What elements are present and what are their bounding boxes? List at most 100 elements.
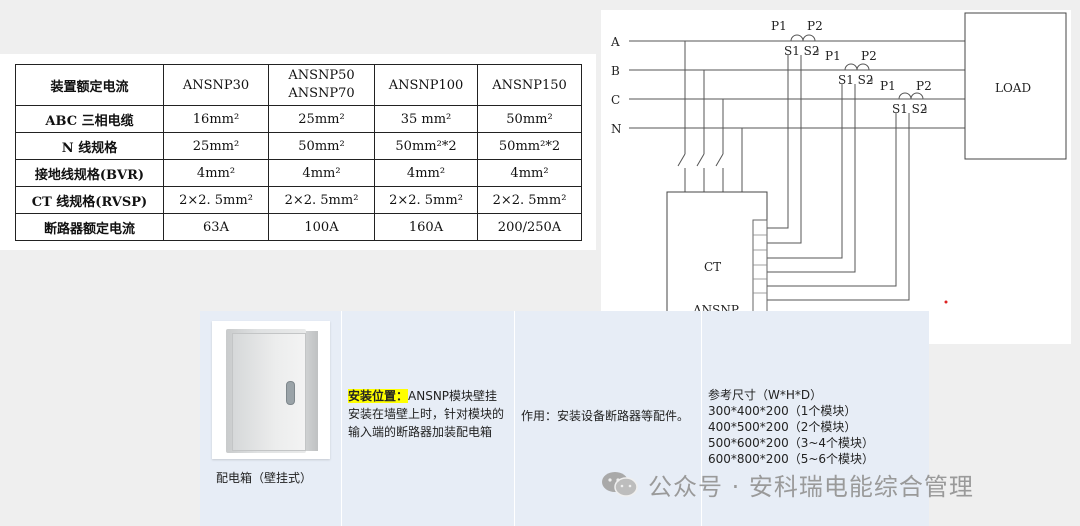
table-cell: 100A: [268, 213, 375, 241]
table-cell: 160A: [374, 213, 478, 241]
red-dot: [944, 300, 948, 304]
ct-label: CT: [704, 260, 721, 274]
table-cell: 25mm²: [268, 105, 375, 133]
spec-table: 装置额定电流 ANSNP30 ANSNP50 ANSNP70 ANSNP100 …: [15, 64, 582, 241]
wire-a-s2: [767, 55, 802, 244]
table-header-row: 装置额定电流 ANSNP30 ANSNP50 ANSNP70 ANSNP100 …: [15, 64, 582, 106]
ct-c-p2: P2: [916, 79, 932, 93]
wire-a-s1: [767, 55, 789, 229]
wire-c-s1: [767, 113, 897, 287]
table-cell: 50mm²: [268, 132, 375, 160]
load-box: [964, 12, 1067, 160]
table-cell: 4mm²: [374, 159, 478, 187]
header-col-ansnp150: ANSNP150: [477, 64, 582, 106]
cabinet-caption: 配电箱（壁挂式）: [216, 471, 313, 485]
header-col-ansnp30: ANSNP30: [163, 64, 269, 106]
table-cell: 16mm²: [163, 105, 269, 133]
wire-b-s2: [767, 84, 856, 273]
ct-coil-b: [844, 63, 870, 71]
table-cell: 50mm²*2: [374, 132, 478, 160]
row-label: 接地线规格(BVR): [15, 159, 164, 187]
table-cell: 2×2. 5mm²: [374, 186, 478, 214]
table-cell: 4mm²: [268, 159, 375, 187]
function-cell: 作用：安装设备断路器等配件。: [515, 311, 702, 526]
header-col-ansnp50: ANSNP50: [288, 68, 355, 83]
table-cell: 63A: [163, 213, 269, 241]
row-label: 断路器额定电流: [15, 213, 164, 241]
watermark-text: 公众号 · 安科瑞电能综合管理: [648, 472, 974, 501]
ct-c-p1: P1: [880, 79, 896, 93]
row-label: ABC 三相电缆: [15, 105, 164, 133]
table-cell: 4mm²: [477, 159, 582, 187]
table-cell: 200/250A: [477, 213, 582, 241]
size-item: 300*400*200（1个模块）: [708, 404, 857, 418]
table-cell: 35 mm²: [374, 105, 478, 133]
ct-coil-a: [790, 34, 816, 42]
cabinet-cell: 配电箱（壁挂式）: [200, 311, 342, 526]
size-list: 参考尺寸（W*H*D） 300*400*200（1个模块） 400*500*20…: [708, 387, 926, 467]
table-cell: 50mm²*2: [477, 132, 582, 160]
install-cell: 安装位置：ANSNP模块壁挂安装在墙壁上时，针对模块的输入端的断路器加装配电箱: [342, 311, 515, 526]
spec-table-panel: 装置额定电流 ANSNP30 ANSNP50 ANSNP70 ANSNP100 …: [0, 54, 596, 250]
phase-label-a: A: [610, 35, 620, 49]
ct-secondary-wires: [767, 55, 910, 301]
wire-c-s2: [767, 113, 910, 301]
function-text: 作用：安装设备断路器等配件。: [521, 409, 690, 423]
ct-coils: [790, 34, 927, 111]
phase-label-b: B: [611, 64, 620, 78]
info-panel: 配电箱（壁挂式） 安装位置：ANSNP模块壁挂安装在墙壁上时，针对模块的输入端的…: [200, 311, 929, 526]
cabinet-image: [212, 321, 330, 459]
table-cell: 2×2. 5mm²: [268, 186, 375, 214]
table-cell: 50mm²: [477, 105, 582, 133]
ct-a-s1s2: S1 S2: [784, 44, 820, 58]
wechat-icon: [600, 470, 640, 498]
cabinet-side: [306, 331, 318, 451]
ct-tap-c: [922, 107, 927, 111]
ct-tap-b: [868, 78, 873, 82]
terminal-dividers: [753, 234, 767, 294]
table-row: N 线规格 25mm² 50mm² 50mm²*2 50mm²*2: [15, 132, 582, 160]
ct-tap-a: [814, 49, 819, 53]
wiring-diagram-svg: A B C N P1 P2 S1 S2 P1 P2 S1 S2 P1 P2 S1…: [610, 12, 1067, 344]
ct-b-s1s2: S1 S2: [838, 73, 874, 87]
header-col-ansnp50-70: ANSNP50 ANSNP70: [268, 64, 375, 106]
switch-c: [715, 153, 724, 167]
watermark: 公众号 · 安科瑞电能综合管理: [600, 468, 974, 501]
switch-b: [696, 153, 705, 167]
table-cell: 2×2. 5mm²: [163, 186, 269, 214]
size-item: 500*600*200（3~4个模块）: [708, 436, 875, 450]
size-item: 400*500*200（2个模块）: [708, 420, 857, 434]
load-label: LOAD: [995, 81, 1031, 95]
switch-a: [677, 153, 686, 167]
table-row: 接地线规格(BVR) 4mm² 4mm² 4mm² 4mm²: [15, 159, 582, 187]
wiring-diagram: A B C N P1 P2 S1 S2 P1 P2 S1 S2 P1 P2 S1…: [601, 10, 1071, 344]
ct-a-p1: P1: [771, 19, 787, 33]
size-item: 600*800*200（5~6个模块）: [708, 452, 875, 466]
table-row: 断路器额定电流 63A 100A 160A 200/250A: [15, 213, 582, 241]
lock-icon: [286, 381, 295, 405]
header-col-ansnp100: ANSNP100: [374, 64, 478, 106]
table-row: ABC 三相电缆 16mm² 25mm² 35 mm² 50mm²: [15, 105, 582, 133]
row-label: CT 线规格(RVSP): [15, 186, 164, 214]
terminal-block: [752, 219, 768, 313]
table-cell: 4mm²: [163, 159, 269, 187]
ct-coil-c: [898, 92, 924, 100]
phase-label-n: N: [611, 122, 622, 136]
table-cell: 25mm²: [163, 132, 269, 160]
table-row: CT 线规格(RVSP) 2×2. 5mm² 2×2. 5mm² 2×2. 5m…: [15, 186, 582, 214]
table-cell: 2×2. 5mm²: [477, 186, 582, 214]
row-label: N 线规格: [15, 132, 164, 160]
switch-lines: [677, 41, 743, 192]
size-cell: 参考尺寸（W*H*D） 300*400*200（1个模块） 400*500*20…: [702, 311, 929, 526]
ct-b-p1: P1: [825, 49, 841, 63]
ct-b-p2: P2: [861, 49, 877, 63]
phase-label-c: C: [611, 93, 620, 107]
wire-b-s1: [767, 84, 843, 259]
size-title: 参考尺寸（W*H*D）: [708, 388, 823, 402]
ct-a-p2: P2: [807, 19, 823, 33]
header-label: 装置额定电流: [15, 64, 164, 106]
install-text: ANSNP模块壁挂安装在墙壁上时，针对模块的输入端的断路器加装配电箱: [348, 389, 505, 439]
ct-c-s1s2: S1 S2: [892, 102, 928, 116]
install-description: 安装位置：ANSNP模块壁挂安装在墙壁上时，针对模块的输入端的断路器加装配电箱: [348, 387, 508, 441]
header-col-ansnp70: ANSNP70: [288, 86, 355, 101]
